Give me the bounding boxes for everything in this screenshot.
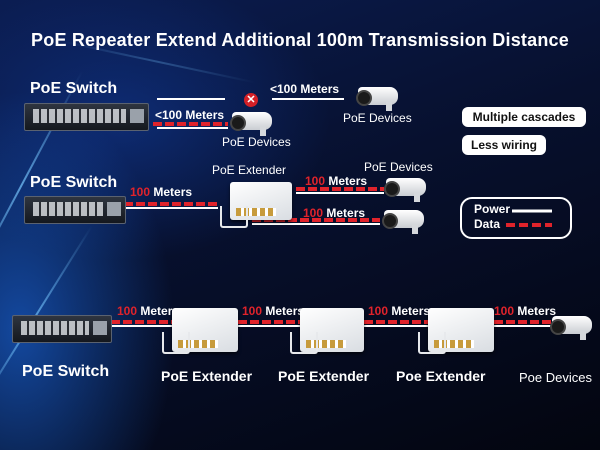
distance-label: <100 Meters bbox=[270, 82, 340, 96]
poe-device-label: PoE Devices bbox=[222, 135, 291, 149]
legend: Power Data bbox=[460, 197, 572, 239]
camera-icon bbox=[230, 112, 278, 136]
poe-switch bbox=[24, 196, 126, 224]
distance-label: 100 Meters bbox=[305, 174, 368, 188]
switch-ports bbox=[21, 321, 89, 335]
legend-data-label: Data bbox=[474, 217, 501, 231]
blocked-x-icon: ✕ bbox=[244, 93, 258, 107]
feature-badge: Less wiring bbox=[462, 135, 546, 155]
poe-extender bbox=[290, 308, 364, 354]
legend-power-label: Power bbox=[474, 202, 511, 216]
poe-switch-label: PoE Switch bbox=[30, 80, 118, 97]
poe-device-label: Poe Devices bbox=[519, 370, 592, 385]
switch-uplink bbox=[130, 109, 144, 123]
poe-switch bbox=[12, 315, 112, 343]
poe-extender bbox=[418, 308, 494, 354]
distance-label: 100 Meters bbox=[242, 304, 305, 318]
distance-label: 100 Meters bbox=[117, 304, 180, 318]
poe-device-label: PoE Devices bbox=[364, 160, 433, 174]
distance-label: 100 Meters bbox=[494, 304, 557, 318]
poe-extender-label: Poe Extender bbox=[396, 368, 486, 384]
poe-extender-label: PoE Extender bbox=[278, 368, 370, 384]
poe-extender-label: PoE Extender bbox=[161, 368, 253, 384]
poe-extender-label: PoE Extender bbox=[212, 163, 287, 177]
distance-label: 100 Meters bbox=[130, 185, 193, 199]
switch-ports bbox=[33, 109, 126, 123]
poe-extender bbox=[220, 182, 292, 228]
poe-switch-label: PoE Switch bbox=[30, 174, 118, 191]
camera-icon bbox=[382, 210, 430, 234]
switch-ports bbox=[33, 202, 103, 216]
switch-uplink bbox=[93, 321, 107, 335]
poe-device-label: PoE Devices bbox=[343, 111, 412, 125]
camera-icon bbox=[384, 178, 432, 202]
page-title: PoE Repeater Extend Additional 100m Tran… bbox=[31, 30, 569, 50]
switch-uplink bbox=[107, 202, 121, 216]
distance-label: <100 Meters bbox=[155, 108, 225, 122]
feature-badge: Multiple cascades bbox=[462, 107, 586, 127]
poe-switch-label: PoE Switch bbox=[22, 363, 110, 380]
distance-label: 100 Meters bbox=[303, 206, 366, 220]
camera-icon bbox=[356, 87, 404, 111]
poe-switch bbox=[24, 103, 149, 131]
legend-swatches bbox=[506, 209, 552, 227]
poe-extender bbox=[162, 308, 238, 354]
camera-icon bbox=[550, 316, 598, 340]
distance-label: 100 Meters bbox=[368, 304, 431, 318]
